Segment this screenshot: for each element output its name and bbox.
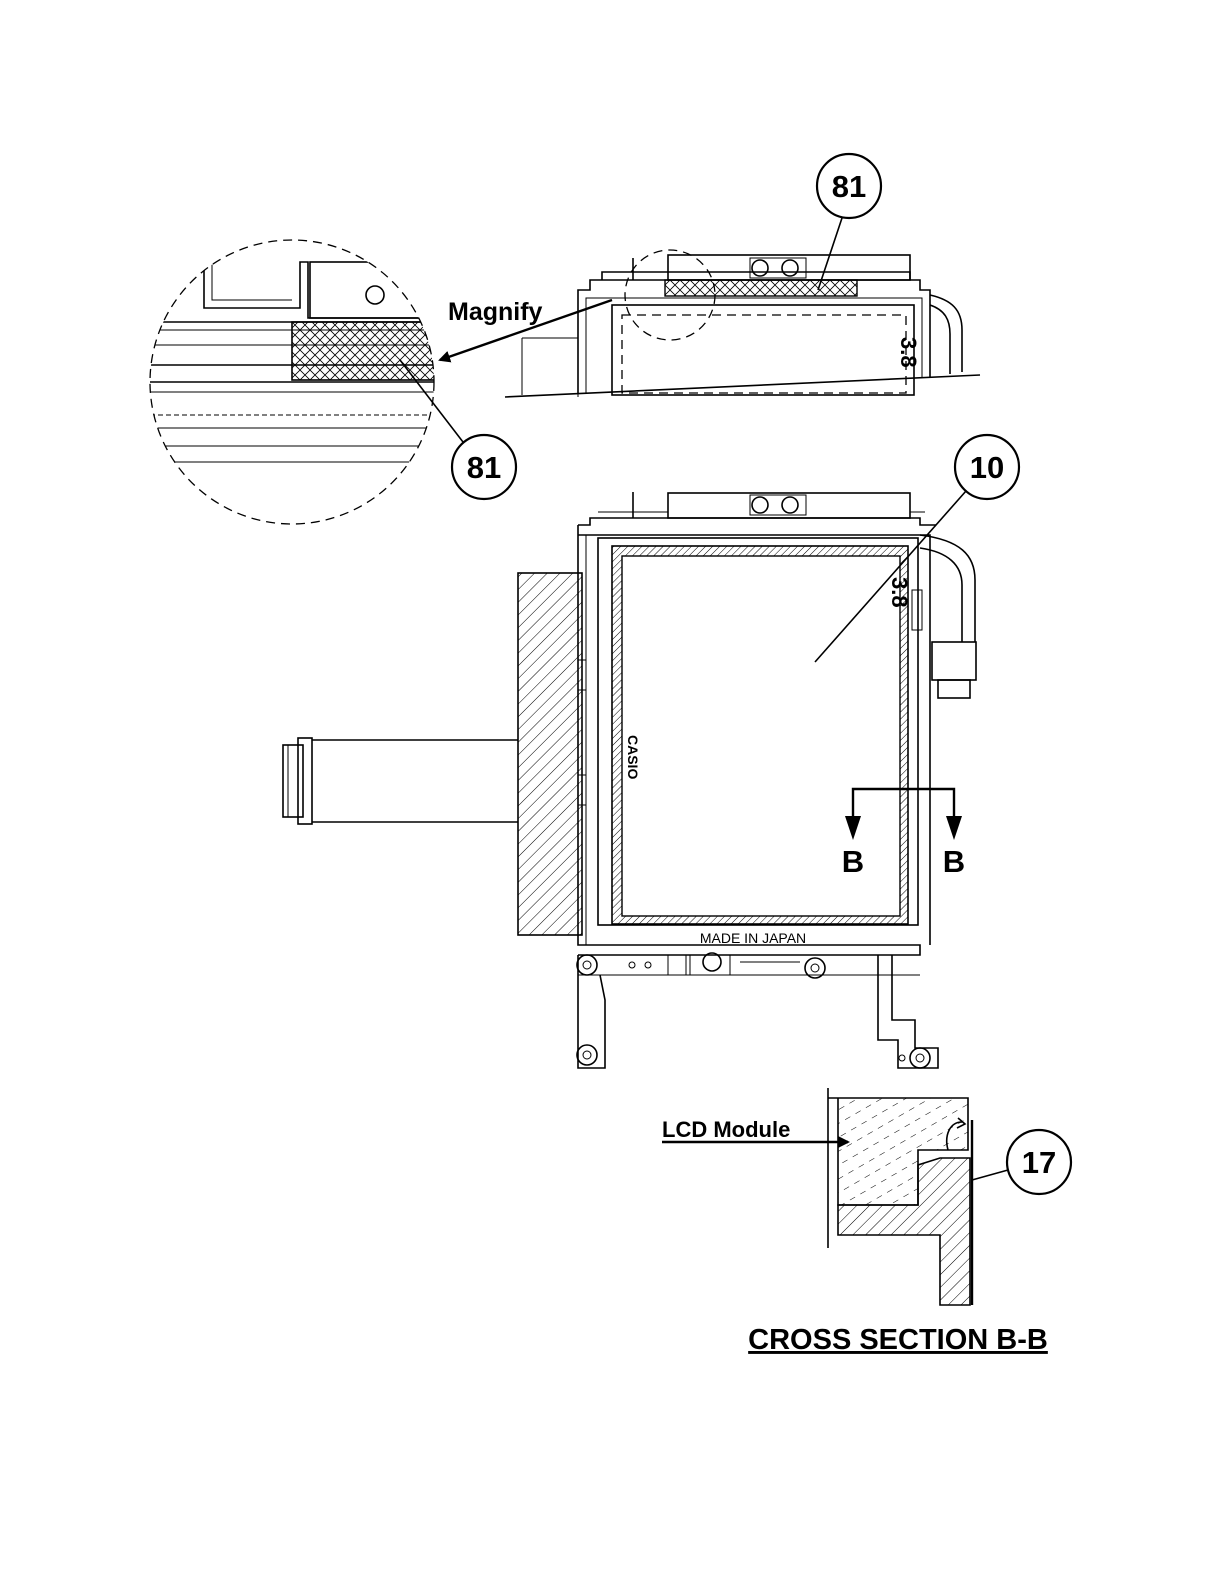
made-in-label: MADE IN JAPAN <box>700 930 806 946</box>
adhesive-tape-81-magnified <box>292 322 442 380</box>
flex-cable-hatched <box>518 573 582 935</box>
brand-marking: CASIO <box>625 735 641 779</box>
size-marking-main: 3.8 <box>887 577 912 608</box>
callout-81-top: 81 <box>817 154 881 290</box>
callout-17: 17 <box>972 1130 1071 1194</box>
svg-text:10: 10 <box>970 450 1004 485</box>
svg-text:81: 81 <box>467 450 501 485</box>
section-marker-b-left: B <box>842 844 864 879</box>
magnify-label: Magnify <box>448 298 543 326</box>
section-arrow-right <box>946 816 962 840</box>
lcd-assembly-main-view: 3.8 CASIO MADE IN JAPAN B B <box>283 492 976 1068</box>
magnified-detail-view <box>150 240 442 524</box>
top-partial-view: 3.8 <box>505 250 980 397</box>
screw-hole <box>366 286 384 304</box>
size-marking-top: 3.8 <box>896 337 921 368</box>
adhesive-tape-81 <box>665 280 857 296</box>
lcd-module-label: LCD Module <box>662 1117 790 1142</box>
svg-text:81: 81 <box>832 169 866 204</box>
section-marker-b-right: B <box>943 844 965 879</box>
cross-section-title: CROSS SECTION B-B <box>748 1324 1048 1356</box>
callout-81-magnified: 81 <box>400 360 516 499</box>
cross-section-bb-view: LCD Module <box>662 1088 972 1305</box>
wire-connector <box>932 642 976 680</box>
svg-text:17: 17 <box>1022 1145 1056 1180</box>
